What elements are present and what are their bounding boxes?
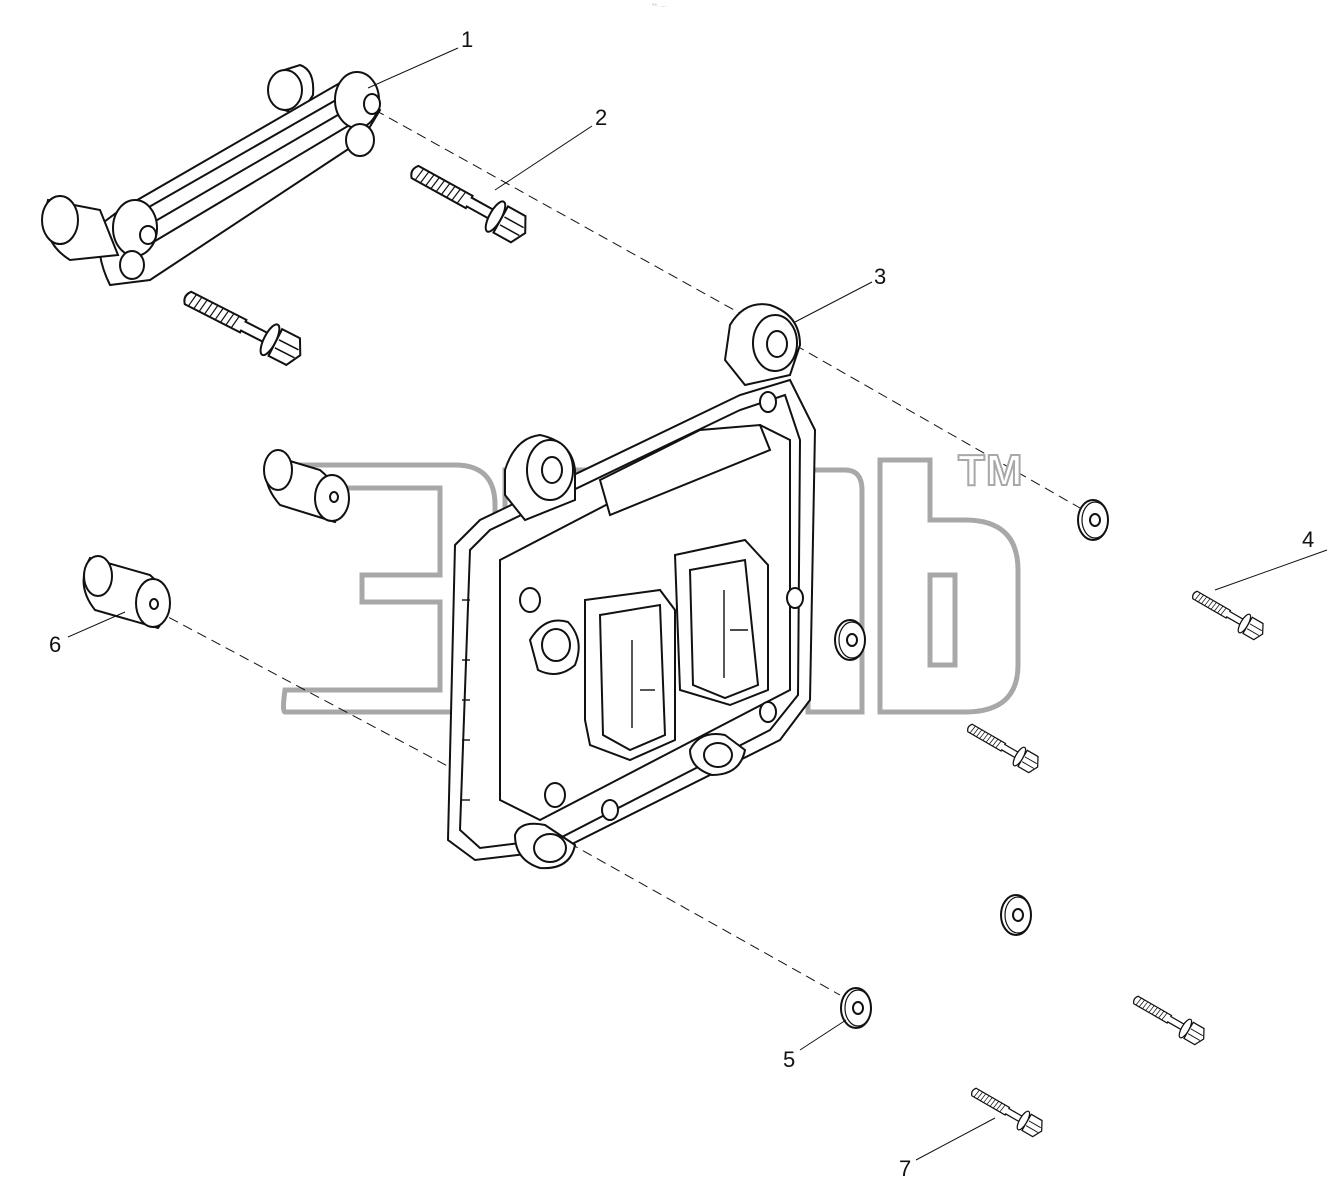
part-5-washer-b	[834, 619, 866, 661]
header-mark: °°· ···	[652, 4, 667, 10]
part-3-ecm-module	[446, 303, 817, 870]
part-7-bolt-b	[966, 1081, 1048, 1141]
part-6-spacer	[82, 449, 350, 630]
callout-2: 2	[595, 105, 607, 130]
part-4-bolt-b	[962, 717, 1044, 777]
callout-1: 1	[461, 27, 473, 52]
callout-6: 6	[49, 632, 61, 657]
callout-4: 4	[1302, 527, 1314, 552]
part-5-washer-d	[840, 987, 872, 1029]
part-5-washer-c	[1000, 894, 1032, 936]
callout-5: 5	[783, 1047, 795, 1072]
part-7-bolt-a	[1128, 989, 1210, 1049]
callout-7: 7	[899, 1156, 911, 1181]
part-1-bracket-arm	[41, 63, 382, 287]
part-4-bolt-a	[1187, 584, 1269, 644]
part-5-washer-a	[1077, 499, 1109, 541]
watermark-tm-symbol: TM	[957, 445, 1024, 496]
leader-lines	[67, 47, 1328, 1161]
part-2-bolt-lower	[176, 280, 309, 372]
callout-3: 3	[874, 264, 886, 289]
assembly-lines	[154, 109, 1081, 996]
part-2-bolt-upper	[403, 154, 535, 249]
